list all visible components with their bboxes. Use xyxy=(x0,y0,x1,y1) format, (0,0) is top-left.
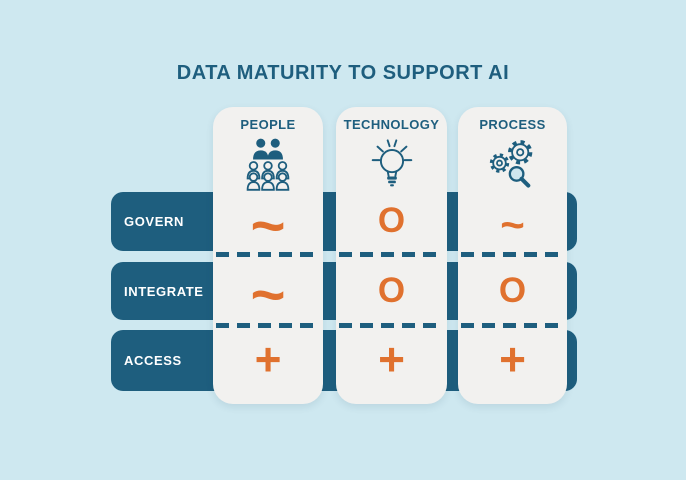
cell-symbol: + xyxy=(254,332,282,385)
matrix-cell-integrate-process: O xyxy=(458,262,567,320)
matrix-cell-govern-people: ~ xyxy=(213,192,323,255)
matrix-cell-access-people: + xyxy=(213,330,323,391)
matrix-cell-govern-process: ~ xyxy=(458,192,567,251)
matrix-cell-access-process: + xyxy=(458,330,567,391)
matrix-cell-integrate-people: ~ xyxy=(213,262,323,325)
matrix-cell-integrate-technology: O xyxy=(336,262,447,320)
page-title: DATA MATURITY TO SUPPORT AI xyxy=(176,62,510,84)
column-card-technology: TECHNOLOGY xyxy=(336,107,447,404)
cell-symbol: ~ xyxy=(500,200,525,248)
row-label-integrate: INTEGRATE xyxy=(124,283,204,299)
row-label-access: ACCESS xyxy=(124,353,182,368)
cell-symbol: O xyxy=(498,270,527,310)
cell-symbol: O xyxy=(377,270,406,310)
row-divider-dashed xyxy=(461,323,564,328)
row-divider-dashed xyxy=(339,323,444,328)
matrix-cell-govern-technology: O xyxy=(336,192,447,251)
column-card-people: PEOPLE xyxy=(213,107,323,404)
gears-magnifier-icon xyxy=(458,133,567,195)
column-header-technology: TECHNOLOGY xyxy=(343,117,440,132)
column-header-people: PEOPLE xyxy=(240,117,296,132)
lightbulb-icon xyxy=(336,133,447,195)
cell-symbol: ~ xyxy=(250,261,286,328)
matrix-cell-access-technology: + xyxy=(336,330,447,391)
column-header-process: PROCESS xyxy=(479,117,546,132)
cell-symbol: ~ xyxy=(250,191,286,259)
row-divider-dashed xyxy=(216,252,320,257)
row-divider-dashed xyxy=(339,252,444,257)
cell-symbol: + xyxy=(378,332,405,385)
cell-symbol: O xyxy=(377,201,406,240)
column-card-process: PROCESS ~ O + xyxy=(458,107,567,404)
cell-symbol: + xyxy=(499,332,526,385)
row-label-govern: GOVERN xyxy=(124,214,184,229)
row-divider-dashed xyxy=(461,252,564,257)
people-group-icon xyxy=(213,133,323,195)
row-divider-dashed xyxy=(216,323,320,328)
